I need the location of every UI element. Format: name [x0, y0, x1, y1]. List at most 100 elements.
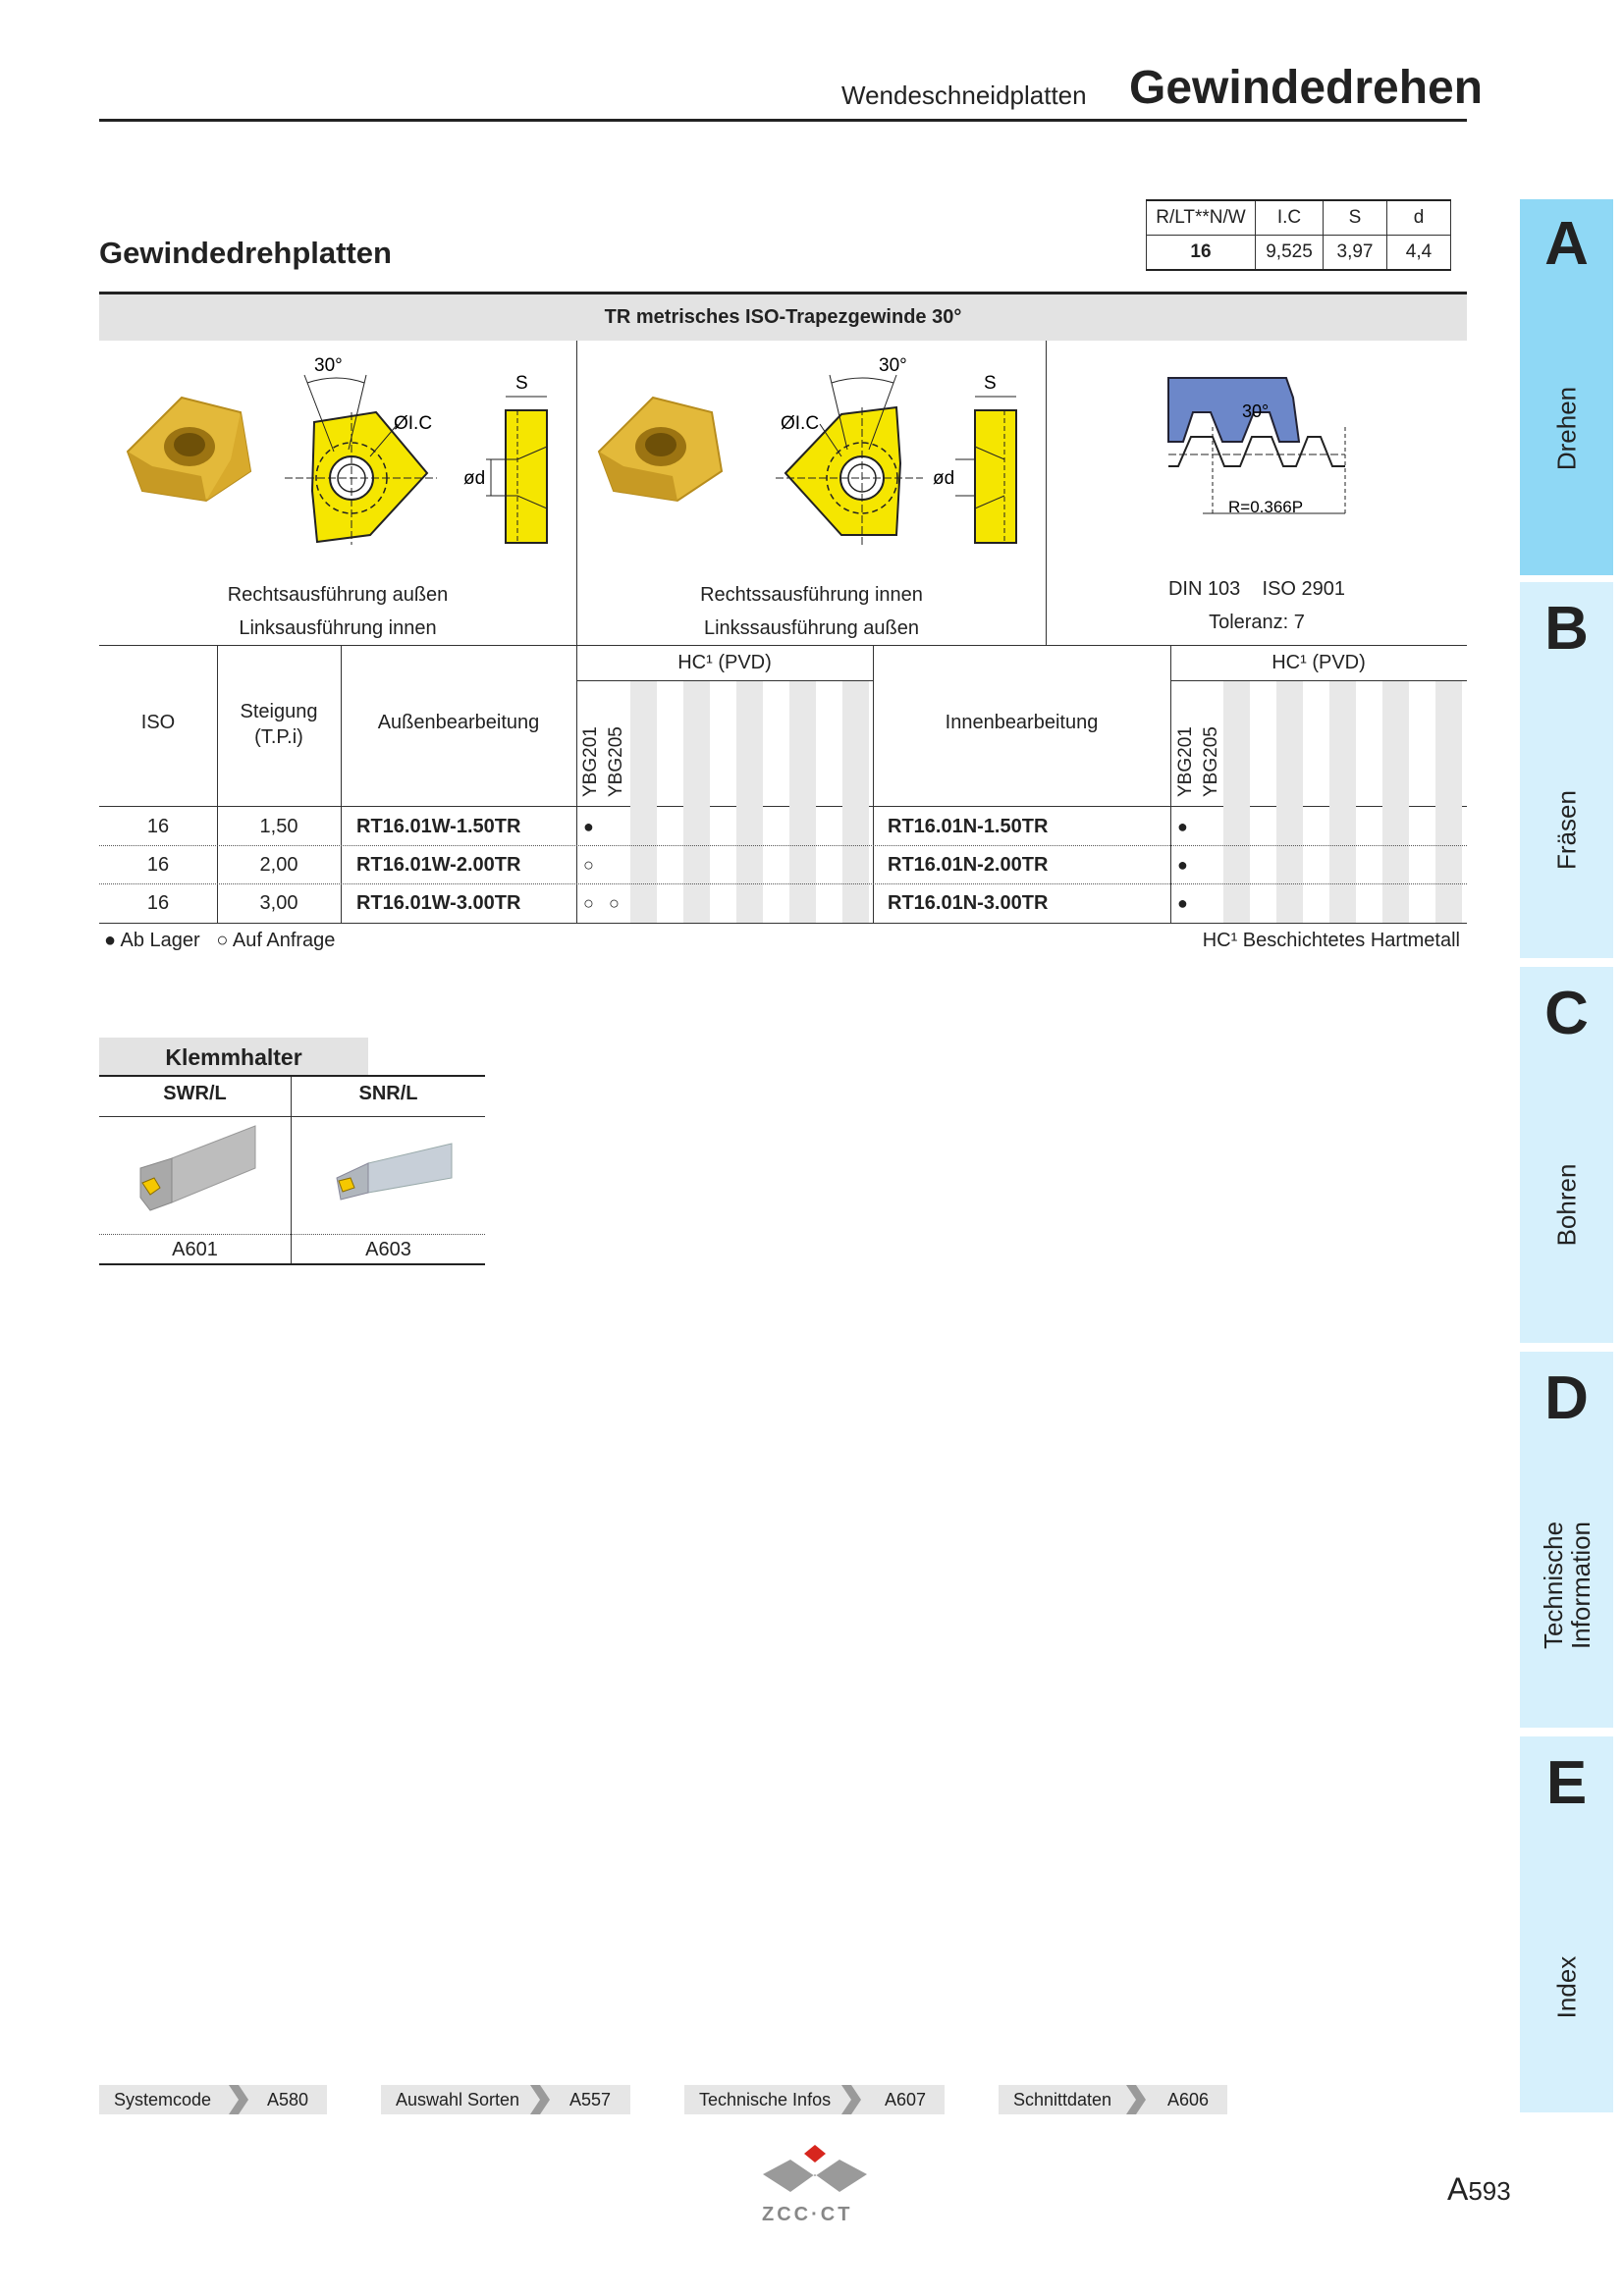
tab-label: Fräsen [1551, 790, 1582, 870]
col-divider [576, 645, 577, 923]
grade-label: YBG201 [1175, 726, 1196, 797]
cell-outer-code: RT16.01W-3.00TR [356, 892, 521, 914]
row-divider [99, 883, 1467, 884]
cell-pitch: 2,00 [259, 854, 298, 876]
grade-label: YBG205 [1201, 726, 1221, 797]
zcc-ct-logo-icon [763, 2145, 867, 2192]
footer-link-schnittdaten[interactable]: Schnittdaten A606 [999, 2085, 1227, 2114]
tab-index[interactable]: E Index [1520, 1736, 1613, 2112]
clamp-rule [99, 1075, 485, 1077]
col-divider [1170, 645, 1171, 923]
cell-mark: ● [1177, 893, 1188, 913]
cell-iso: 16 [146, 816, 170, 837]
grade-stripe [842, 681, 869, 923]
grade-stripe [1329, 681, 1356, 923]
clamp-col-snr: SNR/L [358, 1083, 418, 1104]
caption-middle-2: Linkssausführung außen [703, 617, 920, 639]
insert-side-view [955, 396, 1017, 544]
table-bottom-rule [99, 923, 1467, 924]
chevron-right-icon [841, 2085, 861, 2114]
col-header-iso: ISO [140, 712, 176, 733]
chevron-right-icon [530, 2085, 550, 2114]
caption-right-2: Toleranz: 7 [1209, 612, 1305, 633]
header-rule [99, 119, 1467, 122]
col-divider [341, 645, 342, 923]
cell-iso: 16 [146, 892, 170, 914]
holder-swr-icon [139, 1125, 256, 1211]
grade-stripe [789, 681, 816, 923]
grade-stripe [630, 681, 657, 923]
grade-stripe [736, 681, 763, 923]
tab-letter: A [1544, 210, 1589, 278]
cell-mark: ○ [609, 893, 620, 913]
insert-3d-icon [126, 396, 252, 503]
tab-drehen[interactable]: A Drehen [1520, 199, 1613, 575]
grade-stripe [1223, 681, 1250, 923]
page-num: 593 [1468, 2176, 1511, 2206]
footer-link-label: Technische Infos [699, 2090, 832, 2109]
tab-bohren[interactable]: C Bohren [1520, 967, 1613, 1343]
ic-label: ØI.C [781, 413, 819, 434]
cell-inner-code: RT16.01N-1.50TR [888, 816, 1049, 837]
clamp-page-snr[interactable]: A603 [365, 1239, 411, 1260]
header-title: Gewindedrehen [1129, 62, 1484, 114]
table-header-rule [99, 806, 1467, 807]
cell-mark: ● [583, 817, 594, 836]
clamp-col-swr: SWR/L [163, 1083, 227, 1104]
caption-middle-1: Rechtssausführung innen [700, 584, 923, 606]
insert-side-view [486, 396, 548, 544]
insert-drawing-outer: 30° ØI.C S ød [126, 355, 548, 545]
divider [1046, 341, 1047, 645]
grade-group-rule [576, 680, 873, 681]
footer-link-page: A557 [569, 2090, 612, 2109]
col-header-outer: Außenbearbeitung [377, 712, 540, 733]
cell-pitch: 3,00 [259, 892, 298, 914]
footer-link-auswahl-sorten[interactable]: Auswahl Sorten A557 [381, 2085, 630, 2114]
spec-header: I.C [1255, 199, 1324, 236]
legend-stock: ● Ab Lager ○ Auf Anfrage [104, 930, 336, 951]
radius-label: R=0.366P [1228, 498, 1303, 516]
caption-left-1: Rechtsausführung außen [227, 584, 449, 606]
tab-letter: C [1544, 980, 1589, 1047]
footer-link-label: Auswahl Sorten [396, 2090, 520, 2109]
grade-group-left: HC¹ (PVD) [677, 652, 772, 673]
cell-outer-code: RT16.01W-1.50TR [356, 816, 521, 837]
tab-fraesen[interactable]: B Fräsen [1520, 582, 1613, 958]
footer-link-page: A607 [885, 2090, 927, 2109]
header-subtitle: Wendeschneidplatten [841, 80, 1087, 110]
footer-link-technische-infos[interactable]: Technische Infos A607 [684, 2085, 945, 2114]
tab-letter: D [1544, 1364, 1589, 1432]
clamp-page-swr[interactable]: A601 [172, 1239, 218, 1260]
clamp-divider [291, 1077, 292, 1263]
spec-value: 9,525 [1255, 235, 1324, 271]
spec-value: 3,97 [1323, 235, 1387, 271]
grade-stripe [1435, 681, 1462, 923]
angle-label: 30° [1242, 401, 1269, 421]
col-divider [217, 645, 218, 923]
cell-outer-code: RT16.01W-2.00TR [356, 854, 521, 876]
clamp-rule [99, 1116, 485, 1117]
tab-letter: B [1544, 595, 1589, 663]
grade-stripe [683, 681, 710, 923]
divider [576, 341, 577, 645]
tab-label: Index [1551, 1955, 1582, 2019]
col-header-inner: Innenbearbeitung [945, 712, 1099, 733]
footer-link-page: A580 [267, 2090, 309, 2109]
spec-header: R/LT**N/W [1146, 199, 1256, 236]
band-rule [99, 292, 1467, 294]
tab-label: Bohren [1551, 1163, 1582, 1247]
tab-technische-information[interactable]: D Technische Information [1520, 1352, 1613, 1728]
d-label: ød [463, 468, 485, 489]
row-divider [99, 845, 1467, 846]
clamp-rule [99, 1234, 485, 1235]
cell-inner-code: RT16.01N-2.00TR [888, 854, 1049, 876]
footer-link-label: Schnittdaten [1013, 2090, 1112, 2109]
insert-top-view [285, 374, 437, 545]
footer-link-systemcode[interactable]: Systemcode A580 [99, 2085, 327, 2114]
page-prefix: A [1447, 2171, 1469, 2207]
holder-snr-icon [336, 1143, 453, 1201]
insert-drawing-inner: 30° ØI.C S ød [597, 355, 1017, 545]
spec-table: R/LT**N/W I.C S d 16 9,525 3,97 4,4 [1146, 199, 1451, 271]
clamp-holder-title: Klemmhalter [99, 1038, 368, 1075]
page-number: A593 [1447, 2171, 1511, 2208]
